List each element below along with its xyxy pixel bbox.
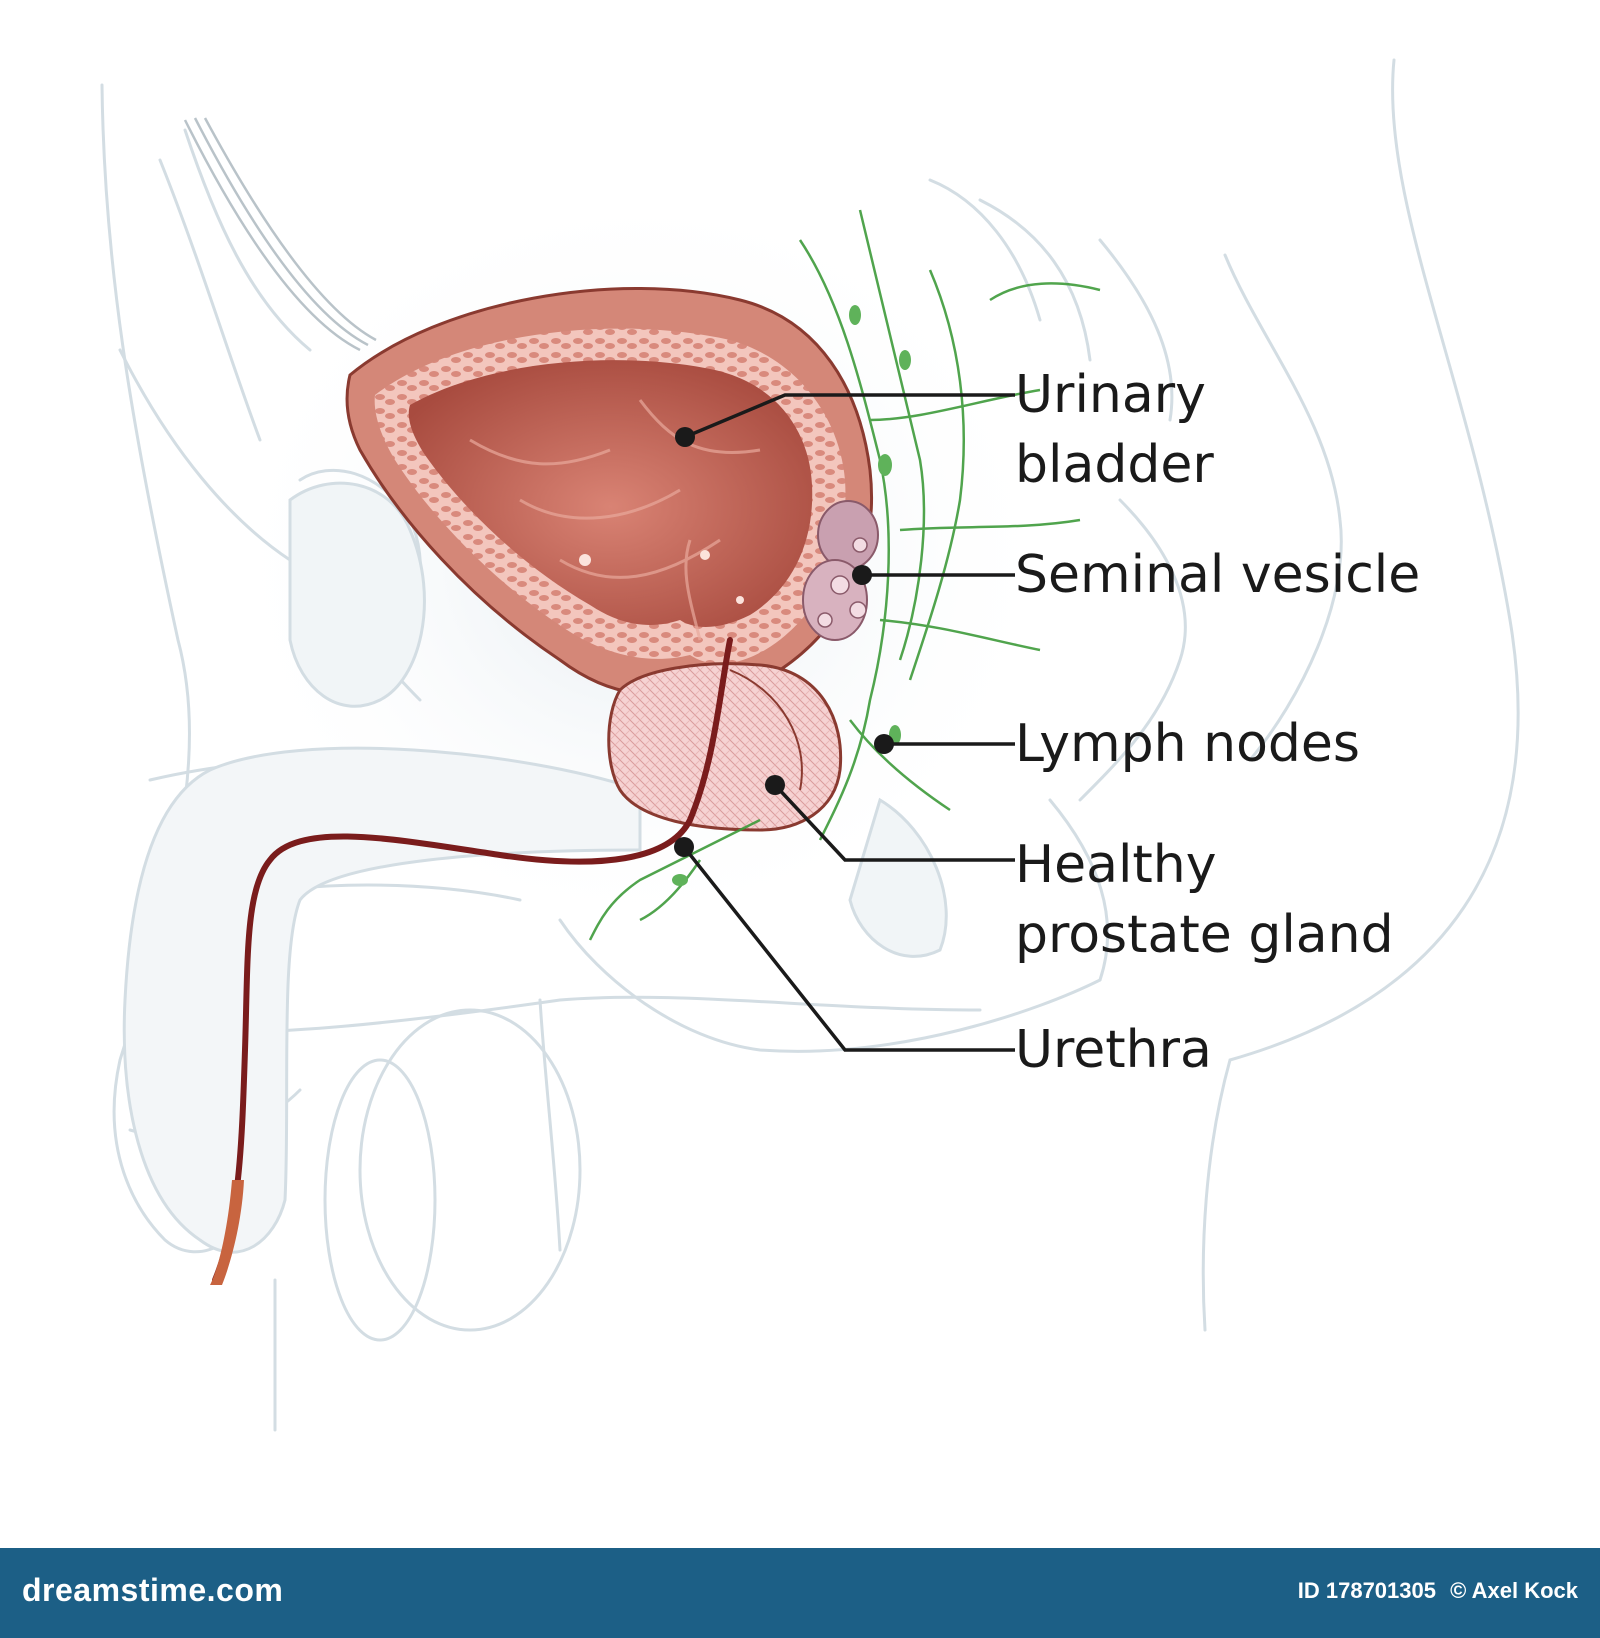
lymph-nodes-markers	[672, 305, 911, 886]
urethra-tube	[212, 637, 733, 1283]
label-urinary-bladder-line1: Urinary	[1015, 365, 1206, 425]
label-seminal-vesicle: Seminal vesicle	[1015, 540, 1420, 610]
label-urethra-text: Urethra	[1015, 1020, 1212, 1080]
leader-lines	[682, 393, 1015, 1052]
leader-urethra	[682, 845, 1015, 1052]
leader-prostate	[773, 783, 1015, 862]
label-seminal-vesicle-text: Seminal vesicle	[1015, 545, 1421, 605]
label-lymph-nodes: Lymph nodes	[1015, 709, 1360, 779]
pubic-bone	[288, 481, 948, 958]
author-credit: © Axel Kock	[1450, 1578, 1578, 1603]
label-prostate-line1: Healthy	[1015, 835, 1217, 895]
label-healthy-prostate-gland: Healthy prostate gland	[1015, 830, 1394, 970]
lymph-vessels	[588, 209, 1101, 941]
image-id: ID 178701305	[1297, 1578, 1436, 1603]
illustration-canvas	[100, 58, 1520, 1432]
leader-dots	[674, 427, 894, 857]
label-prostate-line2: prostate gland	[1015, 905, 1394, 965]
brand-logo[interactable]: dreamstime.com	[22, 1572, 284, 1608]
ligament-lines	[183, 117, 377, 352]
penis-outline	[122, 746, 642, 1254]
image-credit: ID 178701305 © Axel Kock	[1298, 1578, 1578, 1604]
footer-bar: dreamstime.com ID 178701305 © Axel Kock	[0, 1548, 1600, 1638]
label-urinary-bladder-line2: bladder	[1015, 435, 1214, 495]
urethra-tip	[210, 1180, 244, 1285]
seminal-vesicle	[802, 500, 879, 641]
anatomy-illustration: Urinary bladder Seminal vesicle Lymph no…	[100, 58, 1520, 1432]
leader-urinary-bladder	[684, 393, 1015, 439]
label-urethra: Urethra	[1015, 1015, 1212, 1085]
label-urinary-bladder: Urinary bladder	[1015, 360, 1214, 500]
label-lymph-nodes-text: Lymph nodes	[1015, 714, 1360, 774]
